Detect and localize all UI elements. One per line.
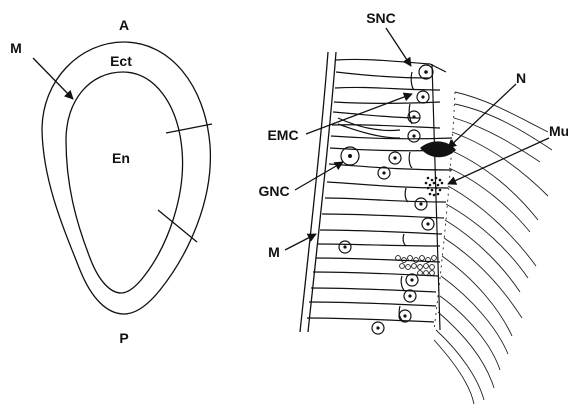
mesoglea-band-inner: [308, 52, 336, 332]
gnc-arrow: [295, 162, 343, 190]
label-m-right: M: [268, 244, 280, 260]
nematocyte: [420, 141, 456, 157]
inner-endoderm-outline: [66, 72, 183, 293]
m-left-arrow: [33, 58, 73, 99]
mucous-granules: [425, 177, 444, 197]
label-endoderm: En: [112, 150, 130, 166]
label-ectoderm: Ect: [110, 53, 132, 69]
m-right-arrow: [285, 234, 316, 250]
cut-line-lower: [158, 210, 197, 242]
label-snc: SNC: [366, 10, 396, 26]
label-posterior: P: [119, 330, 128, 346]
label-nematocyte: N: [516, 70, 526, 86]
left-cross-section: A P M Ect En: [10, 17, 212, 346]
granule-cluster-lower: [396, 256, 437, 276]
emc-arrow: [306, 94, 412, 134]
n-arrow: [448, 84, 516, 148]
outer-ectoderm-outline: [42, 42, 210, 314]
cilia: [434, 92, 552, 404]
right-epithelium-detail: SNC N Mu EMC GNC M: [258, 10, 568, 404]
snc-arrow: [386, 28, 411, 66]
label-m-left: M: [10, 40, 22, 56]
mu-arrow: [448, 138, 549, 184]
cut-line-upper: [166, 124, 212, 133]
nuclei: [339, 65, 434, 334]
label-gnc: GNC: [258, 183, 289, 199]
mesoglea-band: [300, 52, 328, 332]
label-mucous: Mu: [549, 123, 568, 139]
label-emc: EMC: [267, 127, 298, 143]
label-anterior: A: [119, 17, 129, 33]
